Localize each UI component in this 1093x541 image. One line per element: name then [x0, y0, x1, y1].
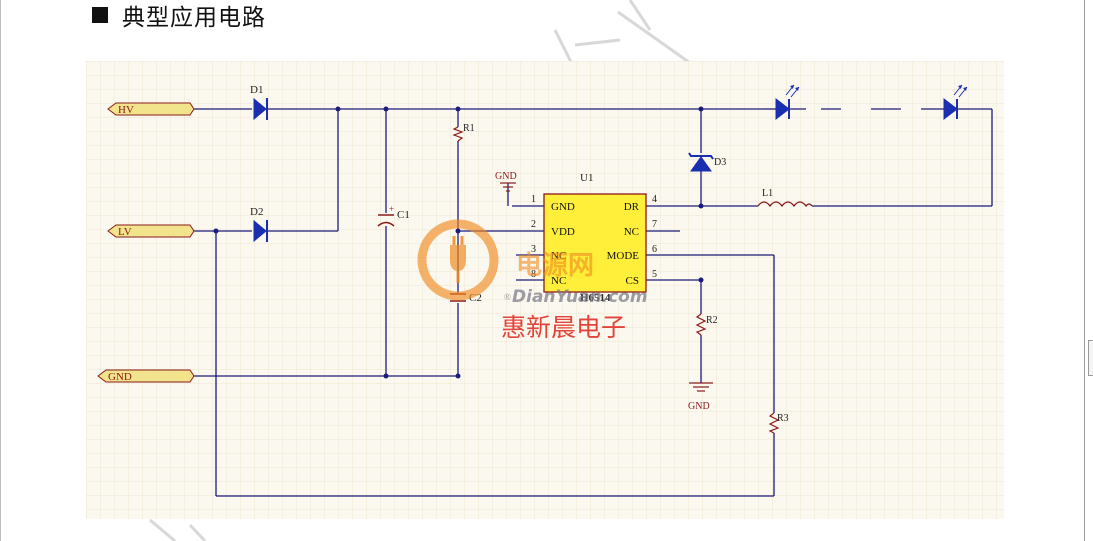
- ic-ref-label: U1: [580, 172, 593, 184]
- ic-pin-name: CS: [626, 275, 639, 287]
- inductor-l1-label: L1: [762, 188, 773, 199]
- ic-pin-num: 6: [652, 244, 657, 255]
- ic-pin-num: 8: [531, 269, 536, 280]
- junction-dots: [213, 106, 704, 379]
- section-heading: 典型应用电路: [92, 0, 266, 31]
- port-hv: HV: [107, 102, 195, 116]
- watermark-reg: ®: [504, 292, 511, 302]
- diode-d2-label: D2: [250, 206, 263, 218]
- resistor-r1: R1: [452, 123, 475, 142]
- ic-pin-name: MODE: [607, 250, 640, 262]
- ground-symbol-top: GND: [495, 171, 517, 192]
- plug-logo-icon: [417, 219, 499, 301]
- port-gnd: GND: [97, 369, 195, 383]
- ic-pin-num: 7: [652, 219, 657, 230]
- ground-bottom-label: GND: [688, 401, 710, 412]
- port-lv: LV: [107, 224, 195, 238]
- page-left-border: [0, 0, 1, 541]
- inductor-l1: L1: [757, 188, 813, 208]
- ic-pin-name: GND: [551, 201, 575, 213]
- ic-pin-name: DR: [624, 201, 640, 213]
- resistor-r3-label: R3: [777, 413, 789, 424]
- company-label: 惠新晨电子: [501, 313, 626, 342]
- schematic-diagram: HV LV GND D1 D2 + C1 C2 R1 R2: [86, 61, 1004, 519]
- led-last: [943, 84, 968, 121]
- ic-part-label: H6514: [580, 292, 611, 304]
- ic-pin-num: 5: [652, 269, 657, 280]
- port-hv-label: HV: [118, 104, 134, 116]
- page-right-border: [1084, 0, 1085, 541]
- capacitor-c1: + C1: [377, 204, 410, 227]
- svg-text:+: +: [389, 204, 394, 214]
- port-lv-label: LV: [118, 226, 132, 238]
- diode-d2: D2: [250, 206, 268, 243]
- ic-body: [543, 193, 647, 293]
- diode-d3-label: D3: [714, 157, 726, 168]
- led-first: [775, 84, 800, 121]
- ic-pin-name: NC: [624, 226, 639, 238]
- ic-pin-name: NC: [551, 250, 566, 262]
- section-title: 典型应用电路: [122, 5, 266, 31]
- resistor-r2: R2: [695, 313, 718, 336]
- ic-u1: U1 1 2 3 8 GND VDD NC NC 4 7 6 5 DR NC M…: [531, 172, 657, 304]
- ic-pin-name: NC: [551, 275, 566, 287]
- watermark-cn: 电源网: [516, 251, 594, 281]
- capacitor-c1-label: C1: [397, 209, 410, 221]
- watermark-en: DianYuan.com: [512, 287, 648, 307]
- bullet-square-icon: [92, 7, 108, 23]
- wires: [192, 108, 993, 497]
- dianyuan-watermark: 电源网 ® DianYuan.com 惠新晨电子: [417, 219, 648, 342]
- ground-top-label: GND: [495, 171, 517, 182]
- resistor-r2-label: R2: [706, 315, 718, 326]
- ic-pin-name: VDD: [551, 226, 575, 238]
- ic-pin-num: 1: [531, 194, 536, 205]
- port-gnd-label: GND: [108, 371, 132, 383]
- resistor-r1-label: R1: [463, 123, 475, 134]
- ground-symbol-bottom: GND: [688, 382, 713, 412]
- diode-d1-label: D1: [250, 84, 263, 96]
- ic-pin-num: 3: [531, 244, 536, 255]
- ic-pin-num: 2: [531, 219, 536, 230]
- ic-pin-num: 4: [652, 194, 657, 205]
- scrollbar-tab[interactable]: [1088, 340, 1093, 376]
- resistor-r3: R3: [768, 412, 789, 434]
- diode-d3: D3: [688, 152, 726, 172]
- diode-d1: D1: [250, 84, 268, 121]
